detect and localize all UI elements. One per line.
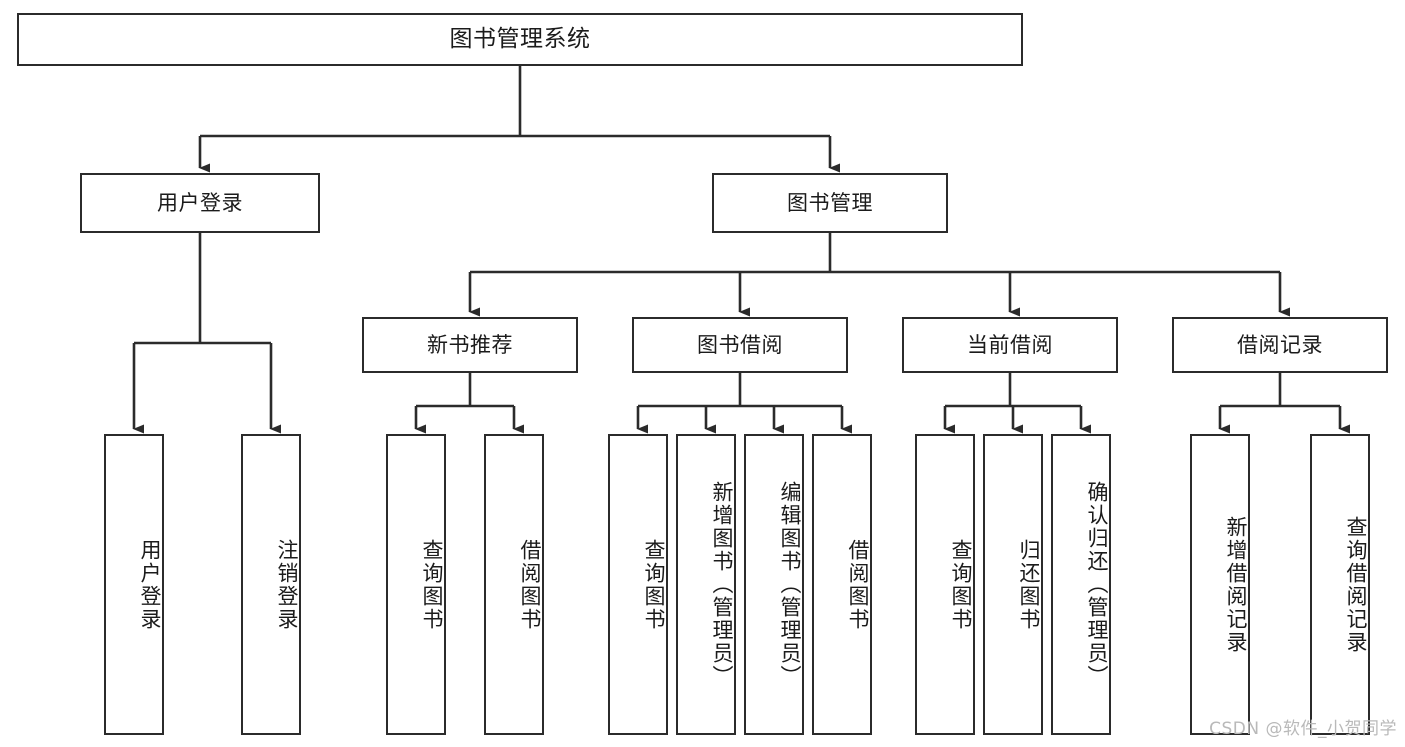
node-leaf-query-book-1-label: 查询图书 [420,538,444,631]
node-leaf-add-record[interactable]: 新增借阅记录 [1190,434,1250,735]
node-leaf-add-book-label: 新增图书（管理员） [710,481,734,688]
node-leaf-return-book[interactable]: 归还图书 [983,434,1043,735]
node-leaf-logout[interactable]: 注销登录 [241,434,301,735]
node-leaf-borrow-book-1-label: 借阅图书 [518,538,542,631]
node-book-borrow-label: 图书借阅 [697,332,783,357]
node-root[interactable]: 图书管理系统 [17,13,1023,66]
node-root-label: 图书管理系统 [449,25,591,52]
node-user-login[interactable]: 用户登录 [80,173,320,233]
node-leaf-confirm-return[interactable]: 确认归还（管理员） [1051,434,1111,735]
node-leaf-user-login-label: 用户登录 [138,538,162,631]
node-leaf-query-book-3-label: 查询图书 [949,538,973,631]
node-leaf-add-record-label: 新增借阅记录 [1224,515,1248,654]
node-leaf-query-book-2-label: 查询图书 [642,538,666,631]
node-leaf-borrow-book-1[interactable]: 借阅图书 [484,434,544,735]
node-borrow-record-label: 借阅记录 [1237,332,1323,357]
node-leaf-user-login[interactable]: 用户登录 [104,434,164,735]
node-leaf-add-book[interactable]: 新增图书（管理员） [676,434,736,735]
node-leaf-query-book-1[interactable]: 查询图书 [386,434,446,735]
node-leaf-query-book-3[interactable]: 查询图书 [915,434,975,735]
node-leaf-query-record[interactable]: 查询借阅记录 [1310,434,1370,735]
node-leaf-query-record-label: 查询借阅记录 [1344,515,1368,654]
node-leaf-logout-label: 注销登录 [275,538,299,631]
node-book-manage-label: 图书管理 [787,190,873,215]
node-user-login-label: 用户登录 [157,190,243,215]
node-leaf-return-book-label: 归还图书 [1017,538,1041,631]
node-new-book-recommend-label: 新书推荐 [427,332,513,357]
node-current-borrow[interactable]: 当前借阅 [902,317,1118,373]
node-leaf-borrow-book-2-label: 借阅图书 [846,538,870,631]
node-leaf-confirm-return-label: 确认归还（管理员） [1085,481,1109,688]
node-book-borrow[interactable]: 图书借阅 [632,317,848,373]
node-leaf-borrow-book-2[interactable]: 借阅图书 [812,434,872,735]
node-current-borrow-label: 当前借阅 [967,332,1053,357]
node-leaf-query-book-2[interactable]: 查询图书 [608,434,668,735]
node-book-manage[interactable]: 图书管理 [712,173,948,233]
watermark-csdn: CSDN @软件_小贺同学 [1209,719,1397,739]
node-borrow-record[interactable]: 借阅记录 [1172,317,1388,373]
node-new-book-recommend[interactable]: 新书推荐 [362,317,578,373]
node-leaf-edit-book-label: 编辑图书（管理员） [778,481,802,688]
node-leaf-edit-book[interactable]: 编辑图书（管理员） [744,434,804,735]
